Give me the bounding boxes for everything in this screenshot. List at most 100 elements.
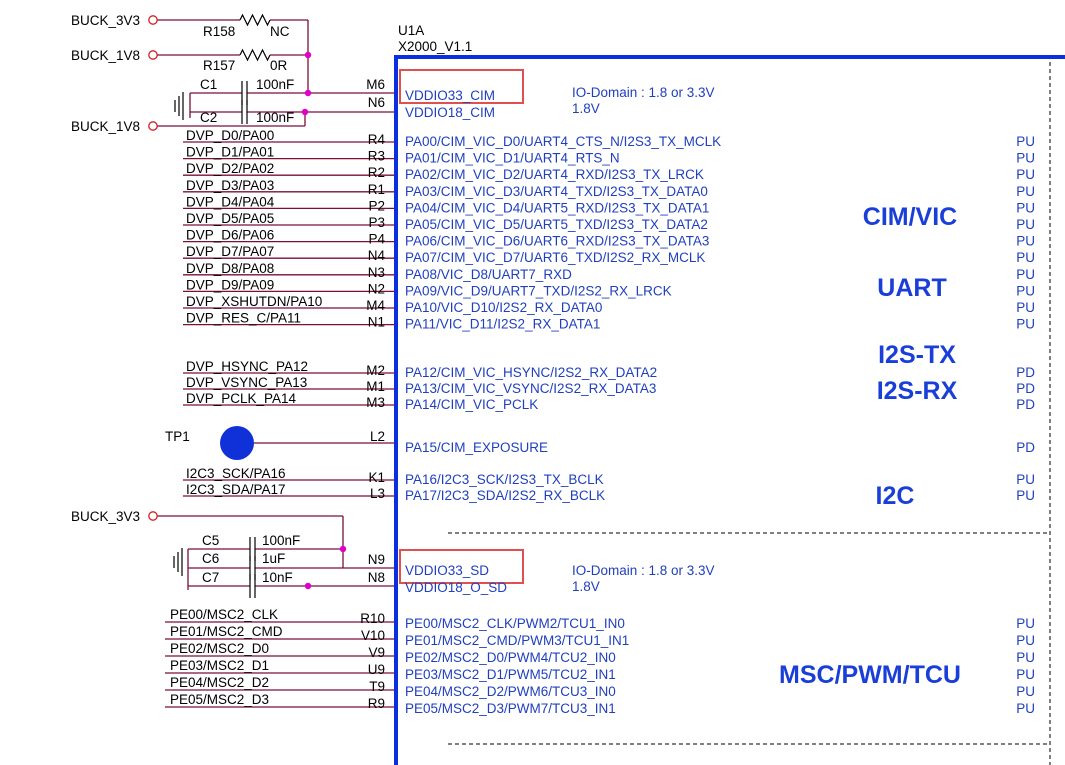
pin-l2-number: L2 [370, 429, 385, 444]
msc-pin-0-number: R10 [360, 611, 385, 626]
sync-pin-1-net: DVP_VSYNC_PA13 [186, 375, 307, 390]
dvp-pin-5-net: DVP_D5/PA05 [186, 211, 274, 226]
buck-3v3-top-label: BUCK_3V3 [71, 13, 140, 28]
c6-ref: C6 [202, 551, 219, 566]
dvp-pin-8-pull: PU [1016, 267, 1035, 282]
junction-c5 [339, 545, 347, 553]
msc-pin-1-function: PE01/MSC2_CMD/PWM3/TCU1_IN1 [405, 633, 629, 648]
sync-pin-2-number: M3 [366, 395, 385, 410]
i2c-pin-1-number: L3 [370, 486, 385, 501]
pin-n8-number: N8 [368, 570, 385, 585]
pin-vddio33-cim-name: VDDIO33_CIM [405, 88, 495, 103]
pin-pa15-pull: PD [1016, 440, 1035, 455]
c5-ref: C5 [202, 533, 219, 548]
dvp-pin-5-number: P3 [368, 215, 385, 230]
junction-n8 [304, 582, 312, 590]
i2c-pin-0-net: I2C3_SCK/PA16 [186, 466, 286, 481]
io-domain-sd-line2: 1.8V [572, 579, 600, 594]
dvp-pin-9-net: DVP_D9/PA09 [186, 277, 274, 292]
dvp-pin-2-net: DVP_D2/PA02 [186, 161, 274, 176]
c2-ref: C2 [200, 110, 217, 125]
dvp-pin-4-pull: PU [1016, 200, 1035, 215]
tp1-ref: TP1 [165, 429, 190, 444]
components [148, 13, 347, 598]
dvp-pin-11-function: PA11/VIC_D11/I2S2_RX_DATA1 [405, 317, 600, 332]
wires [157, 19, 396, 708]
msc-pin-1-pull: PU [1016, 633, 1035, 648]
dvp-pin-4-function: PA04/CIM_VIC_D4/UART5_RXD/I2S3_TX_DATA1 [405, 200, 709, 215]
group-i2s-rx: I2S-RX [877, 377, 958, 405]
i2c-pin-1-net: I2C3_SDA/PA17 [186, 482, 286, 497]
sync-pin-2-net: DVP_PCLK_PA14 [186, 391, 297, 406]
dvp-pin-10-function: PA10/VIC_D10/I2S2_RX_DATA0 [405, 300, 602, 315]
c7-value: 10nF [262, 570, 293, 585]
dvp-pin-9-pull: PU [1016, 283, 1035, 298]
i2c-pin-0-pull: PU [1016, 472, 1035, 487]
dvp-pin-2-number: R2 [368, 165, 385, 180]
sync-pin-1-function: PA13/CIM_VIC_VSYNC/I2S2_RX_DATA3 [405, 381, 656, 396]
dvp-pin-4-net: DVP_D4/PA04 [186, 194, 275, 209]
dvp-pin-1-number: R3 [368, 149, 385, 164]
dvp-pin-10-pull: PU [1016, 300, 1035, 315]
dvp-pin-0-pull: PU [1016, 134, 1035, 149]
msc-pin-3-pull: PU [1016, 667, 1035, 682]
msc-pin-3-net: PE03/MSC2_D1 [170, 658, 269, 673]
msc-pin-1-number: V10 [361, 628, 385, 643]
ic-part-label: X2000_V1.1 [398, 39, 472, 54]
group-uart: UART [877, 274, 946, 302]
msc-pin-5-pull: PU [1016, 701, 1035, 716]
sync-pin-2-pull: PD [1016, 397, 1035, 412]
buck-3v3-top-port [148, 15, 158, 25]
r157-resistor [239, 48, 271, 62]
dvp-pin-0-number: R4 [368, 132, 386, 147]
ic-ref-label: U1A [398, 23, 424, 38]
msc-pin-2-net: PE02/MSC2_D0 [170, 641, 269, 656]
i2c-pin-1-function: PA17/I2C3_SDA/I2S2_RX_BCLK [405, 488, 605, 503]
ic-outline [394, 55, 1065, 765]
highlight-box-sd [399, 549, 524, 584]
buck-3v3-sd-port [148, 511, 158, 521]
dvp-pin-9-function: PA09/VIC_D9/UART7_TXD/I2S2_RX_LRCK [405, 283, 672, 298]
msc-pin-3-function: PE03/MSC2_D1/PWM5/TCU2_IN1 [405, 667, 616, 682]
buck-1v8-mid-label: BUCK_1V8 [71, 48, 140, 63]
pin-vddio18-sd-name: VDDIO18_O_SD [405, 580, 507, 595]
dvp-pin-1-net: DVP_D1/PA01 [186, 145, 274, 160]
buck-1v8-low-label: BUCK_1V8 [71, 119, 140, 134]
dvp-pin-3-number: R1 [368, 182, 385, 197]
dvp-pin-7-function: PA07/CIM_VIC_D7/UART6_TXD/I2S2_RX_MCLK [405, 250, 705, 265]
c2-value: 100nF [256, 110, 294, 125]
r157-ref: R157 [203, 58, 235, 73]
buck-1v8-mid-port [148, 50, 158, 60]
dvp-pin-5-function: PA05/CIM_VIC_D5/UART5_TXD/I2S3_TX_DATA2 [405, 217, 708, 232]
c1-ref: C1 [200, 77, 217, 92]
dvp-pin-10-number: M4 [366, 298, 385, 313]
msc-pin-5-function: PE05/MSC2_D3/PWM7/TCU3_IN1 [405, 701, 616, 716]
c5-value: 100nF [262, 533, 300, 548]
dvp-pin-6-function: PA06/CIM_VIC_D6/UART6_RXD/I2S3_TX_DATA3 [405, 234, 709, 249]
buck-3v3-sd-label: BUCK_3V3 [71, 509, 140, 524]
msc-pin-2-pull: PU [1016, 650, 1035, 665]
sync-pin-1-pull: PD [1016, 381, 1035, 396]
io-domain-cim-line2: 1.8V [572, 101, 600, 116]
dvp-pin-6-number: P4 [368, 232, 385, 247]
sync-pin-0-number: M2 [366, 363, 385, 378]
sync-pin-2-function: PA14/CIM_VIC_PCLK [405, 397, 538, 412]
ic-body [394, 55, 1065, 765]
msc-pin-4-net: PE04/MSC2_D2 [170, 675, 269, 690]
labels: U1AX2000_V1.1BUCK_3V3BUCK_1V8BUCK_1V8BUC… [71, 13, 1035, 716]
dvp-pin-11-net: DVP_RES_C/PA11 [186, 311, 301, 326]
r158-resistor [239, 13, 271, 27]
msc-pin-5-net: PE05/MSC2_D3 [170, 692, 269, 707]
dvp-pin-11-number: N1 [368, 315, 385, 330]
dvp-pin-0-net: DVP_D0/PA00 [186, 128, 274, 143]
dvp-pin-6-net: DVP_D6/PA06 [186, 228, 274, 243]
highlight-box-cim [399, 69, 524, 104]
c6-value: 1uF [262, 551, 285, 566]
junction-r157 [304, 51, 312, 59]
dvp-pin-4-number: P2 [368, 198, 385, 213]
tp1-test-point [220, 426, 254, 460]
dvp-pin-8-function: PA08/VIC_D8/UART7_RXD [405, 267, 572, 282]
r157-value: 0R [270, 58, 288, 73]
buck-1v8-low-port [148, 121, 158, 131]
dvp-pin-2-pull: PU [1016, 167, 1035, 182]
